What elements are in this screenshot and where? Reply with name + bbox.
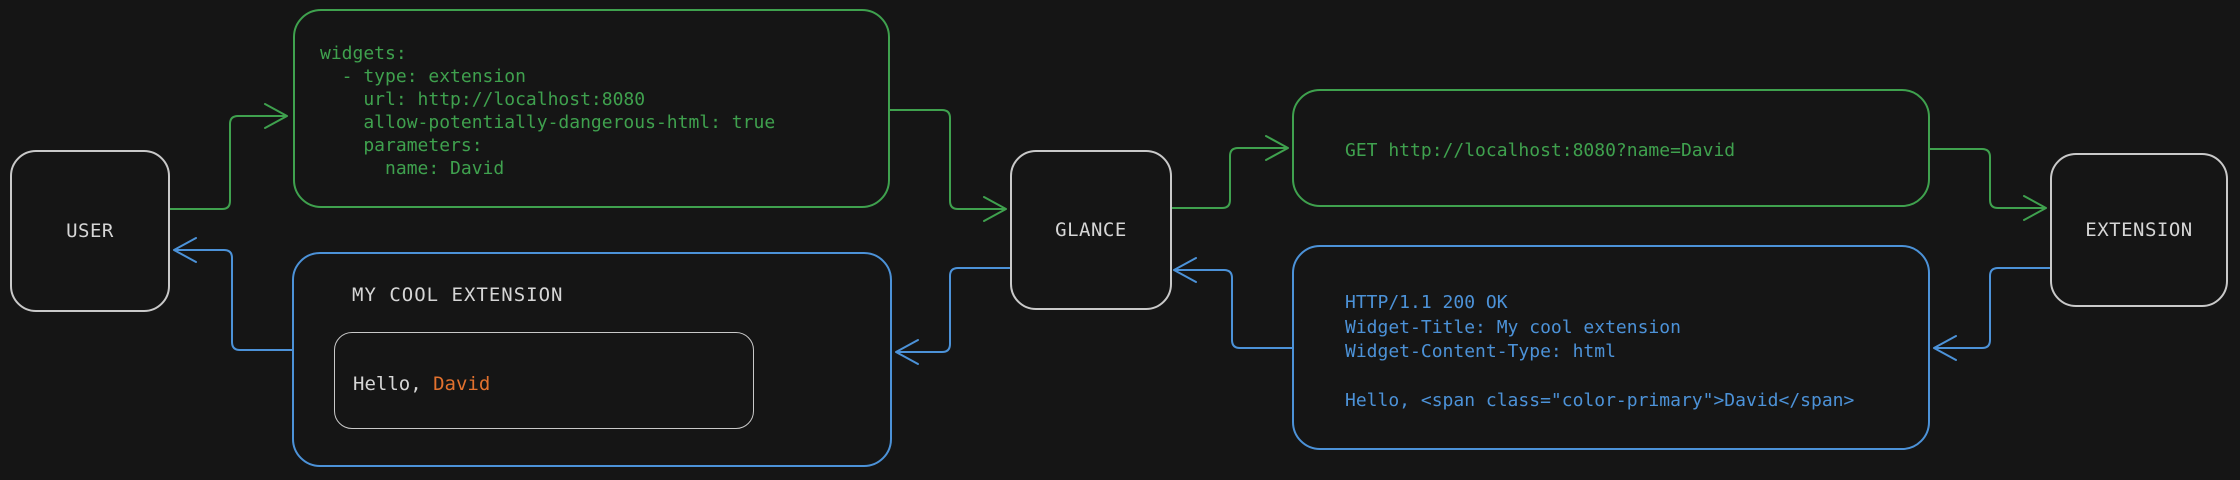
request-box: GET http://localhost:8080?name=David [1292,89,1930,207]
response-box: HTTP/1.1 200 OK Widget-Title: My cool ex… [1292,245,1930,450]
extension-node: EXTENSION [2050,153,2228,307]
arrow-widget-to-user [173,237,293,351]
greeting-name: David [433,373,491,395]
widget-title: MY COOL EXTENSION [352,284,564,306]
arrow-glance-to-widget [895,267,1011,365]
arrow-config-to-glance [889,109,1007,222]
widget-box: MY COOL EXTENSION Hello, David [292,252,892,467]
arrow-request-to-extension [1929,148,2047,221]
arrow-extension-to-response [1933,267,2051,361]
config-box: widgets: - type: extension url: http://l… [293,9,890,208]
widget-greeting: Hello, David [353,373,490,395]
user-node: USER [10,150,170,312]
arrow-user-to-config [169,103,288,210]
arrow-response-to-glance [1173,257,1293,349]
arrow-glance-to-request [1171,135,1289,209]
response-body: HTTP/1.1 200 OK Widget-Title: My cool ex… [1345,292,1855,411]
widget-inner-box: Hello, David [334,332,754,429]
greeting-prefix: Hello, [353,373,434,395]
glance-node: GLANCE [1010,150,1172,310]
config-yaml-code: widgets: - type: extension url: http://l… [320,43,776,179]
request-line: GET http://localhost:8080?name=David [1345,140,1736,161]
